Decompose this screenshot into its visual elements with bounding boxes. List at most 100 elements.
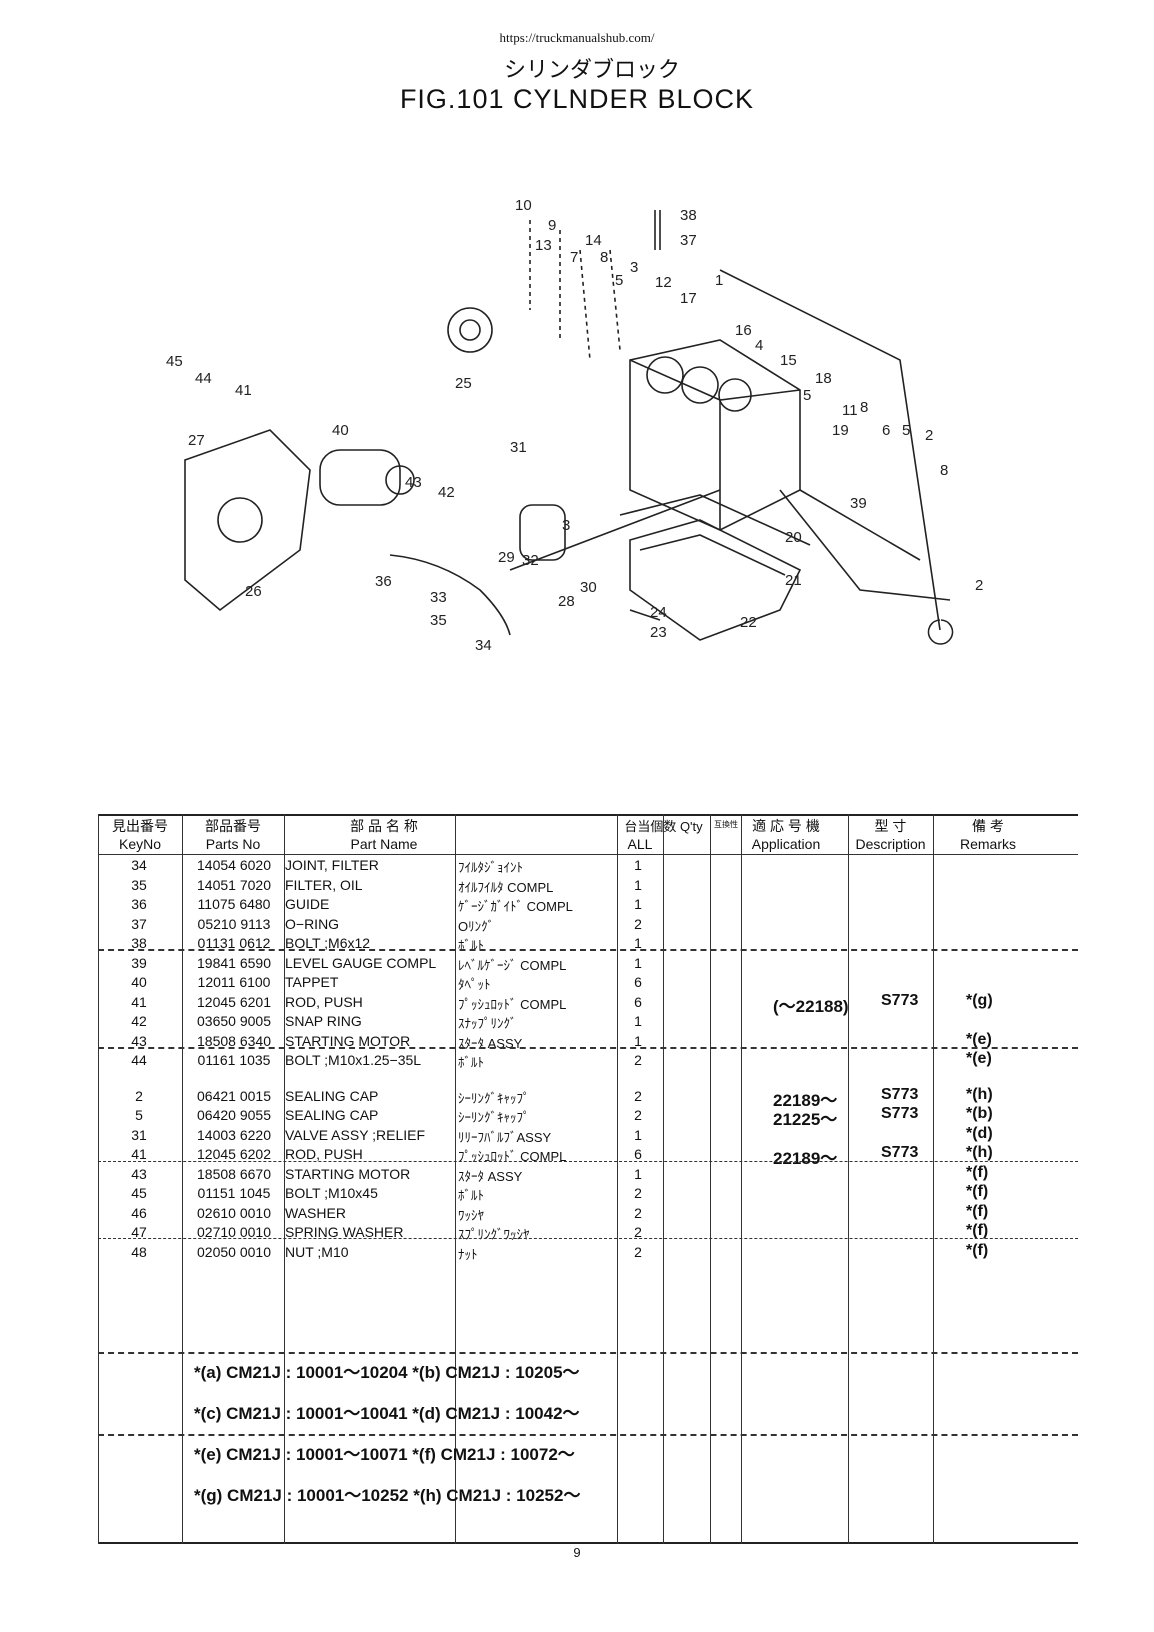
cell-qty: 2 — [634, 1052, 642, 1068]
cell-rem: *(f) — [966, 1202, 989, 1220]
cell-key: 44 — [131, 1052, 147, 1068]
cell-jname: Oﾘﾝｸﾞ — [458, 918, 495, 934]
callout-3b: 3 — [562, 517, 570, 534]
callout-16: 15 — [780, 352, 797, 369]
callout-46: 43 — [405, 474, 422, 491]
callout-41: 38 — [680, 207, 697, 224]
note-line: *(e) CM21J : 10001～10071 *(f) CM21J : 10… — [194, 1445, 575, 1464]
callout-44: 41 — [235, 382, 252, 399]
cell-jname: ﾎﾞﾙﾄ — [458, 1055, 484, 1070]
callout-21: 18 — [815, 370, 832, 387]
cell-jname: ﾎﾞﾙﾄ — [458, 938, 484, 953]
note-line: *(g) CM21J : 10001～10252 *(h) CM21J : 10… — [194, 1486, 581, 1505]
callout-15: 12 — [655, 274, 672, 291]
header-key: KeyNo — [118, 836, 162, 852]
cell-rem: *(h) — [966, 1144, 993, 1161]
callout-17: 13 — [535, 237, 552, 254]
cell-jname: ｵｲﾙﾌｲﾙﾀ COMPL — [458, 879, 554, 895]
cell-name: JOINT, FILTER — [285, 857, 379, 873]
callout-27: 24 — [650, 604, 667, 621]
cell-key: 5 — [135, 1107, 143, 1123]
callout-26: 23 — [650, 624, 667, 641]
cell-key: 43 — [131, 1165, 147, 1182]
cell-desc: S773 — [881, 991, 919, 1009]
callout-23: 20 — [785, 529, 802, 546]
cell-name: SEALING CAP — [285, 1107, 379, 1123]
cell-part: 01131 0612 — [197, 935, 271, 951]
cell-name: LEVEL GAUGE COMPL — [285, 954, 437, 971]
header-part: Parts No — [205, 836, 261, 852]
cell-jname: ｽﾀｰﾀ ASSY — [458, 1168, 523, 1184]
header-name-jp: 部 品 名 称 — [350, 818, 418, 834]
cell-key: 48 — [131, 1243, 147, 1260]
cell-key: 39 — [131, 954, 147, 971]
cell-rem: *(e) — [966, 1030, 992, 1048]
cell-name: ROD, PUSH — [285, 993, 363, 1010]
header-rem-jp: 備 考 — [972, 818, 1004, 834]
callout-12: 9 — [548, 217, 556, 234]
cell-jname: ﾚﾍﾞﾙｹﾞｰｼﾞ COMPL — [458, 957, 567, 973]
cell-key: 47 — [131, 1224, 147, 1240]
cell-part: 19841 6590 — [197, 954, 271, 971]
header-name: Part Name — [350, 836, 418, 852]
cell-qty: 1 — [634, 935, 642, 951]
callout-13: 10 — [515, 197, 532, 214]
cell-part: 02710 0010 — [197, 1224, 271, 1240]
cell-app: 21225～ — [773, 1110, 838, 1129]
callout-5: 5 — [615, 272, 623, 289]
cell-qty: 2 — [634, 1087, 642, 1104]
callout-8: 8 — [600, 249, 608, 266]
callout-20: 17 — [680, 290, 697, 307]
cell-rem: *(h) — [966, 1085, 993, 1103]
cell-part: 01161 1035 — [197, 1052, 271, 1068]
cell-key: 38 — [131, 935, 147, 951]
cell-name: SNAP RING — [285, 1013, 362, 1029]
callout-25: 22 — [740, 614, 757, 631]
callout-24: 21 — [785, 572, 802, 589]
callout-18: 14 — [585, 232, 602, 249]
callout-19: 16 — [735, 322, 752, 339]
cell-desc: S773 — [881, 1144, 919, 1161]
cell-key: 36 — [131, 896, 147, 912]
rear-plate-shape — [184, 429, 311, 612]
callout-45: 42 — [438, 484, 455, 501]
callout-48: 45 — [166, 353, 183, 370]
cell-rem: *(d) — [966, 1124, 993, 1142]
source-url: https://truckmanualshub.com/ — [499, 30, 655, 45]
cell-part: 03650 9005 — [197, 1013, 271, 1029]
callout-5b: 5 — [803, 387, 811, 404]
callout-39: 36 — [375, 573, 392, 590]
cell-jname: ﾌﾟｯｼｭﾛｯﾄﾞ COMPL — [458, 996, 567, 1012]
callout-2b: 2 — [975, 577, 983, 594]
cell-qty: 1 — [634, 1126, 642, 1143]
cell-jname: ﾀﾍﾟｯﾄ — [458, 977, 491, 992]
callout-11: 8 — [940, 462, 948, 479]
exploded-parts-diagram: 10 9 13 14 7 8 3 5 12 17 1 38 37 16 4 15… — [160, 190, 1020, 680]
cell-jname: ｼｰﾘﾝｸﾞｷｬｯﾌﾟ — [458, 1110, 530, 1125]
header-app-jp: 適 応 号 機 — [752, 818, 820, 834]
cell-key: 37 — [131, 915, 147, 932]
cell-part: 12011 6100 — [197, 974, 271, 990]
applicability-notes: *(a) CM21J : 10001～10204 *(b) CM21J : 10… — [194, 1352, 580, 1516]
cell-rem: *(f) — [966, 1241, 989, 1259]
callout-22: 19 — [832, 422, 849, 439]
cell-key: 42 — [131, 1013, 147, 1029]
callout-29: 26 — [245, 583, 262, 600]
cell-rem: *(f) — [966, 1183, 989, 1200]
cell-key: 43 — [131, 1032, 147, 1049]
cell-qty: 2 — [634, 915, 642, 932]
cell-key: 34 — [131, 857, 147, 873]
cell-desc: S773 — [881, 1085, 919, 1103]
cell-name: STARTING MOTOR — [285, 1165, 411, 1182]
cell-qty: 1 — [634, 876, 642, 893]
cell-name: BOLT ;M10x45 — [285, 1185, 378, 1201]
callout-37: 34 — [475, 637, 492, 654]
cell-rem: *(f) — [966, 1163, 989, 1181]
